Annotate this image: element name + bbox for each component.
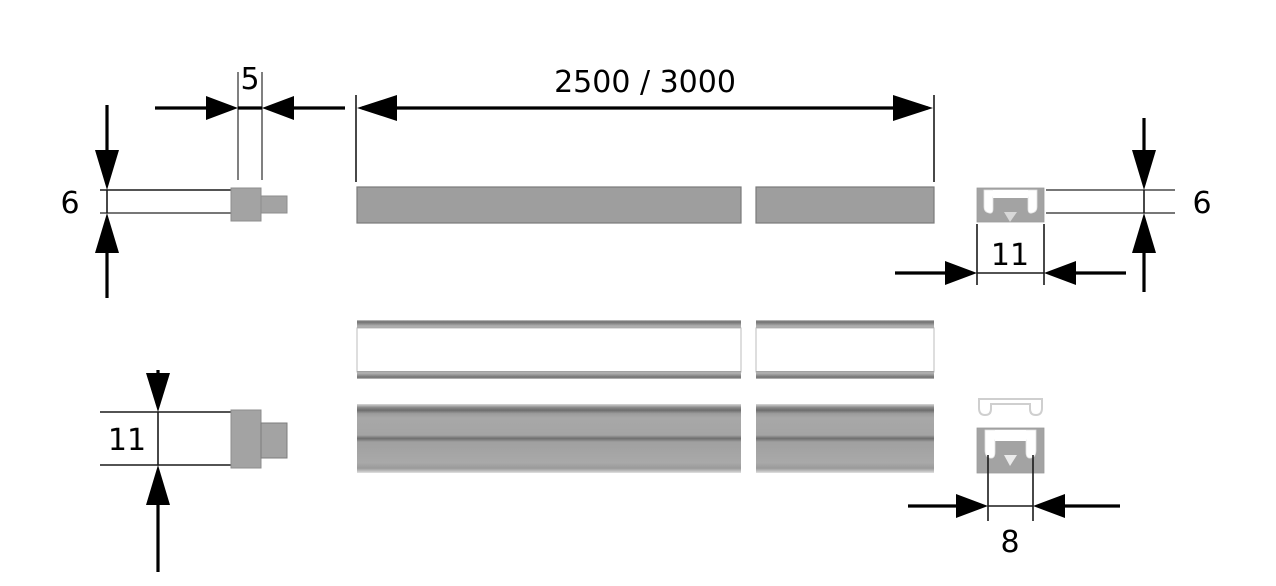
profile-top-bar-outline — [356, 320, 935, 379]
top-bar-right-edge-strip — [756, 320, 934, 328]
arrow-head-right — [262, 96, 294, 120]
dimension-width-11: 11 — [895, 224, 1126, 285]
dimension-height-endcap-11: 11 — [100, 370, 232, 572]
cross-section-cavity-top — [993, 190, 1028, 198]
top-bar-left-edge-strip — [357, 320, 741, 328]
arrow-head-left — [206, 96, 238, 120]
end-cap-side-view — [230, 187, 288, 222]
dimension-label-6-left: 6 — [60, 186, 79, 221]
profile-side-bar-left-segment — [356, 186, 742, 224]
dimension-endcap-thickness-5: 5 — [155, 62, 345, 180]
end-cap-front-body — [230, 409, 262, 469]
arrow-head-left — [956, 494, 988, 518]
arrow-head-top — [146, 373, 170, 412]
dimension-label-11-right: 11 — [991, 238, 1029, 273]
arrow-head-top — [1132, 150, 1156, 190]
dimension-height-left-6: 6 — [60, 105, 232, 298]
arrow-head-bottom — [1132, 213, 1156, 253]
profile-front-bar — [357, 404, 934, 473]
top-bar-left-face — [356, 327, 742, 373]
top-bar-right-face — [755, 327, 935, 373]
cross-section-centre-marker — [1004, 212, 1017, 222]
cross-section-filled-cavity-top — [995, 430, 1026, 441]
top-bar-left-bottom-strip — [357, 371, 741, 379]
profile-cross-section — [976, 187, 1045, 223]
profile-side-bar-right-segment — [755, 186, 935, 224]
dimension-label-8: 8 — [1000, 525, 1019, 560]
end-cap-front-tab — [260, 422, 288, 459]
profile-side-bar — [356, 186, 935, 224]
front-bar-left-segment — [357, 404, 741, 473]
end-cap-body — [230, 187, 262, 222]
arrow-head-start — [357, 95, 397, 121]
dimension-label-length: 2500 / 3000 — [554, 65, 736, 100]
end-cap-front-view — [230, 409, 288, 469]
cover-outline-path — [978, 398, 1043, 417]
arrow-head-end — [893, 95, 933, 121]
dimension-label-6-right: 6 — [1192, 186, 1211, 221]
dimension-label-11-left: 11 — [108, 423, 146, 458]
dimension-height-right-6: 6 — [1046, 118, 1212, 292]
cross-section-filled-centre-marker — [1004, 455, 1017, 466]
dimension-label-5: 5 — [240, 62, 259, 97]
profile-cross-section-filled — [976, 427, 1045, 474]
arrow-head-top — [95, 150, 119, 190]
arrow-head-bottom — [95, 213, 119, 253]
arrow-head-right — [1044, 261, 1076, 285]
top-bar-right-bottom-strip — [756, 371, 934, 379]
arrow-head-right — [1033, 494, 1065, 518]
front-bar-right-segment — [756, 404, 934, 473]
arrow-head-bottom — [146, 465, 170, 505]
arrow-head-left — [945, 261, 977, 285]
cover-cross-section-outline — [978, 398, 1043, 417]
dimension-length-2500-3000: 2500 / 3000 — [355, 65, 935, 182]
dimension-width-8: 8 — [908, 455, 1120, 560]
end-cap-tab — [260, 195, 288, 214]
